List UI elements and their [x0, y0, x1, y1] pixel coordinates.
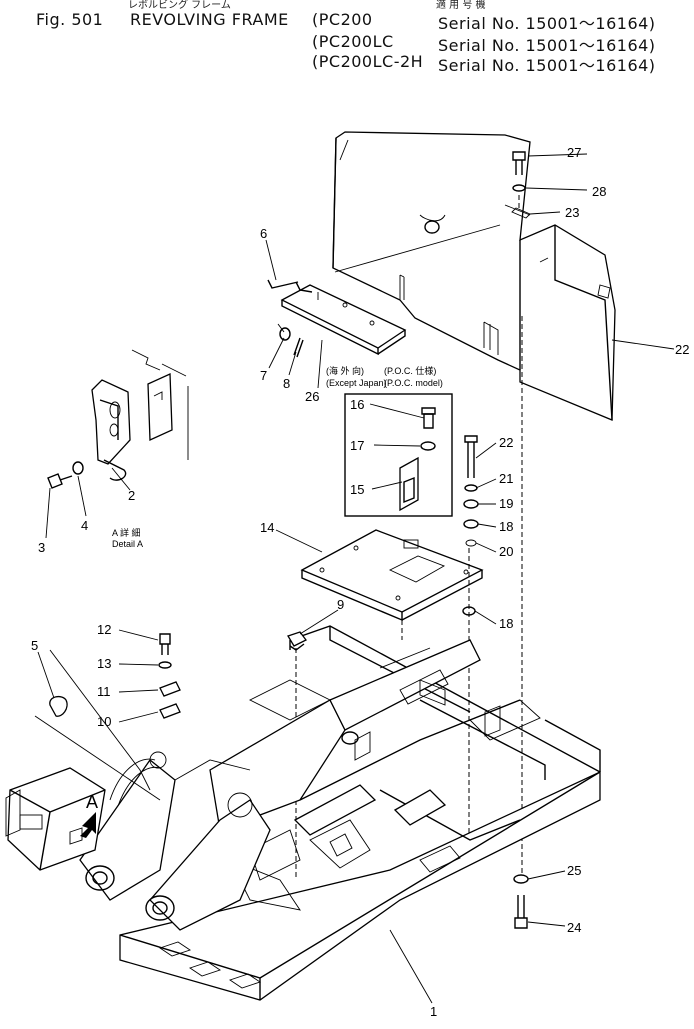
callout-18: 18 — [499, 616, 513, 631]
callout-10: 10 — [97, 714, 111, 729]
mounting-plate-part-14 — [300, 529, 484, 622]
callout-3: 3 — [38, 540, 45, 555]
model-name: (PC200 — [312, 10, 373, 29]
callout-4: 4 — [81, 518, 88, 533]
callout-27: 26 — [305, 389, 319, 404]
detail-a-latch — [47, 349, 189, 489]
serial-range: Serial No. 15001～16164) — [438, 56, 656, 75]
view-arrow-icon — [80, 812, 96, 838]
poc-model-jp: (P.O.C. 仕様) — [384, 365, 436, 376]
callout-23: 22 — [675, 342, 689, 357]
callout-9: 9 — [337, 597, 344, 612]
callout-16: 16 — [350, 397, 364, 412]
callout-15: 15 — [350, 482, 364, 497]
figure-number: Fig. 501 — [36, 10, 104, 29]
callout-29: 28 — [592, 184, 606, 199]
bracket-plate-part-27 — [267, 279, 407, 358]
poc-model-note: (P.O.C. model) — [384, 378, 443, 388]
callout-21: 22 — [499, 435, 513, 450]
japanese-title: レボルビング フレーム — [128, 0, 231, 11]
callout-12: 12 — [97, 622, 111, 637]
view-marker-label: A — [86, 792, 98, 812]
applicable-models-jp: 適 用 号 機 — [436, 0, 486, 11]
figure-header: レボルビング フレーム Fig. 501 REVOLVING FRAME 適 用… — [0, 0, 694, 75]
upper-bolt-part-28 — [511, 151, 531, 219]
callout-5: 5 — [31, 638, 38, 653]
callout-2: 2 — [128, 488, 135, 503]
callout-1: 1 — [430, 1004, 437, 1019]
callout-26: 25 — [567, 863, 581, 878]
callout-8: 8 — [283, 376, 290, 391]
callout-24: 23 — [565, 205, 579, 220]
serial-range: Serial No. 15001～16164) — [438, 36, 656, 55]
model-name: (PC200LC-2H — [312, 52, 424, 71]
right-side-fasteners — [462, 435, 479, 616]
callout-17: 17 — [350, 438, 364, 453]
callout-25: 24 — [567, 920, 581, 935]
callout-11: 11 — [97, 684, 111, 699]
revolving-frame-part-1 — [5, 625, 601, 1001]
leader-lines — [37, 153, 675, 1004]
cover-part-23 — [332, 131, 616, 421]
callout-19: 19 — [499, 496, 513, 511]
callout-18: 18 — [499, 519, 513, 534]
callout-7: 7 — [260, 368, 267, 383]
detail-a-jp: A 詳 細 — [112, 527, 141, 538]
callout-22: 21 — [499, 471, 513, 486]
lower-bolt-part-25 — [513, 874, 529, 929]
callout-14: 14 — [260, 520, 274, 535]
notes: (海 外 向) (P.O.C. 仕様) (Except Japan) (P.O.… — [112, 365, 443, 549]
model-name: (PC200LC — [312, 32, 394, 51]
callout-13: 13 — [97, 656, 111, 671]
callout-28: 27 — [567, 145, 581, 160]
except-japan-note: (Except Japan) — [326, 378, 387, 388]
left-small-parts — [49, 631, 307, 719]
detail-a-label: Detail A — [112, 539, 143, 549]
callout-labels: 27 28 23 22 6 7 8 26 16 17 15 22 21 19 1… — [31, 145, 689, 1019]
callout-20: 20 — [499, 544, 513, 559]
except-japan-jp: (海 外 向) — [326, 365, 364, 376]
detail-box-poc — [344, 393, 453, 517]
callout-6: 6 — [260, 226, 267, 241]
serial-range: Serial No. 15001～16164) — [438, 14, 656, 33]
figure-title: REVOLVING FRAME — [130, 10, 289, 29]
